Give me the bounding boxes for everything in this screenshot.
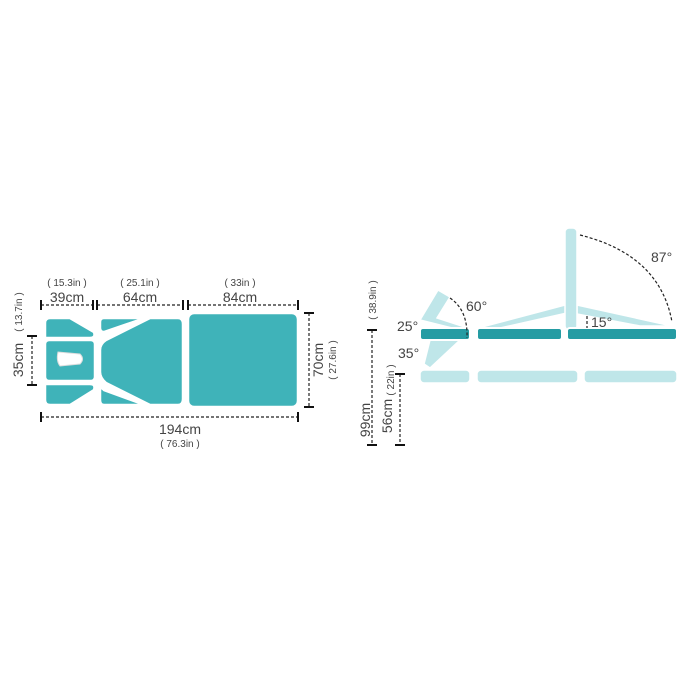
backrest-angle: 87° [651,249,672,265]
head-length-cm: 39cm [50,289,84,305]
total-length-in: ( 76.3in ) [160,439,199,450]
middle-length-in: ( 25.1in ) [120,278,159,289]
middle-pad-side [476,327,563,341]
foot-length-cm: 84cm [223,289,257,305]
head-tilt-down-angle: 35° [398,345,419,361]
head-tilt-up-angle: 25° [397,318,418,334]
low-head-pad [419,369,471,384]
middle-raised [477,304,568,329]
max-height-in: ( 38.9in ) [368,280,379,319]
head-top-pad [43,316,96,340]
face-hole [56,351,83,367]
head-lowered [423,339,462,369]
head-pad [419,327,471,341]
middle-length-cm: 64cm [123,289,157,305]
min-height-in: ( 22in ) [386,364,397,395]
head-bottom-pad [43,382,96,407]
top-view: ( 15.3in ) 39cm ( 25.1in ) 64cm ( 33in )… [10,278,339,450]
low-foot-pad [583,369,678,384]
middle-pad [98,316,185,407]
total-width-cm: 70cm [310,343,326,377]
leg-angle: 15° [591,314,612,330]
head-up-angle: 60° [466,298,487,314]
total-length-cm: 194cm [159,421,201,437]
max-height-cm: 99cm [357,403,373,437]
arm-bottom-pad [98,386,146,407]
foot-pad [186,311,300,409]
total-width-in: ( 27.6in ) [328,340,339,379]
side-view: 87° 60° 25° 35° 15° 99cm ( 38.9in ) 56cm… [357,227,678,446]
arm-top-pad [98,316,146,334]
foot-length-in: ( 33in ) [224,278,255,289]
min-height-cm: 56cm [379,399,395,433]
low-middle-pad [476,369,579,384]
head-width-cm: 35cm [10,343,26,377]
foot-pad-side [566,327,678,341]
head-width-in: ( 13.7in ) [14,292,25,331]
head-length-in: ( 15.3in ) [47,278,86,289]
backrest-raised [564,227,578,331]
